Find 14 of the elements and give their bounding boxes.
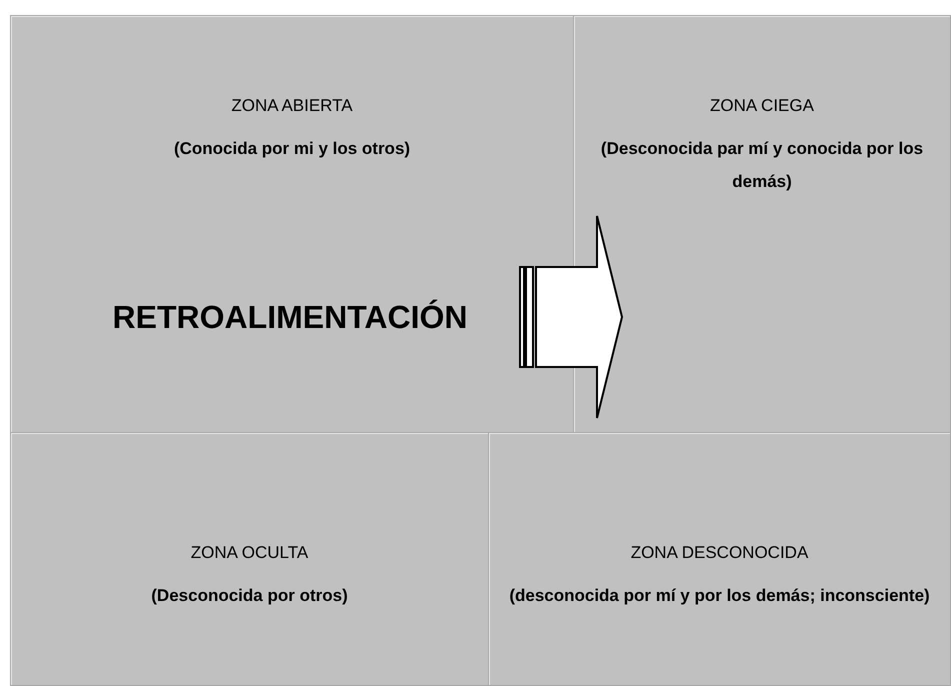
- block-arrow: [519, 215, 624, 419]
- zone-title: ZONA ABIERTA: [230, 95, 354, 117]
- zone-title: ZONA OCULTA: [190, 542, 310, 564]
- zone-cell: [10, 15, 574, 433]
- zone-description: (Conocida por mi y los otros): [172, 138, 412, 160]
- zone-cell: [10, 432, 489, 686]
- zone-description: (Desconocida por otros): [150, 585, 349, 607]
- zone-title: ZONA CIEGA: [709, 95, 815, 117]
- zone-title: ZONA DESCONOCIDA: [630, 542, 810, 564]
- feedback-label: RETROALIMENTACIÓN: [61, 287, 519, 347]
- zone-description: (desconocida por mí y por los demás; inconsciente): [508, 585, 931, 607]
- zone-cell: [488, 432, 951, 686]
- zone-cell: [573, 15, 951, 433]
- zone-description: (Desconocida par mí y conocida por los demás): [600, 138, 924, 193]
